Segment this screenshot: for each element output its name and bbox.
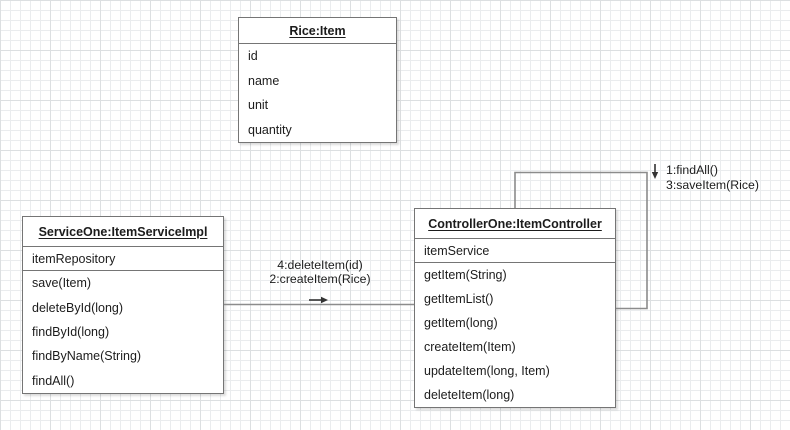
message-label: 4:deleteItem(id) <box>277 258 363 272</box>
message-labels-service-controller[interactable]: 4:deleteItem(id) 2:createItem(Rice) <box>245 258 395 286</box>
object-title: ControllerOne:ItemController <box>415 209 615 239</box>
method-row: getItemList() <box>424 292 494 306</box>
attributes-section: itemService <box>415 239 615 263</box>
method-row: findByName(String) <box>32 349 142 364</box>
object-title: Rice:Item <box>239 18 396 44</box>
uml-object-rice-item[interactable]: Rice:Item id name unit quantity <box>238 17 397 143</box>
attribute-row: name <box>248 73 280 88</box>
message-labels-controller-self[interactable]: 1:findAll() 3:saveItem(Rice) <box>666 163 759 192</box>
method-row: getItem(String) <box>424 268 507 282</box>
attribute-row: itemService <box>424 243 490 258</box>
method-row: findAll() <box>32 373 75 388</box>
method-row: updateItem(long, Item) <box>424 364 550 378</box>
arrow-right-icon <box>309 296 328 304</box>
method-row: getItem(long) <box>424 316 498 330</box>
methods-section: save(Item) deleteById(long) findById(lon… <box>23 271 223 393</box>
message-label: 2:createItem(Rice) <box>269 272 371 286</box>
message-label: 3:saveItem(Rice) <box>666 177 759 192</box>
message-label: 1:findAll() <box>666 163 718 177</box>
attribute-row: itemRepository <box>32 251 116 266</box>
method-row: createItem(Item) <box>424 340 516 354</box>
methods-section: getItem(String) getItemList() getItem(lo… <box>415 263 615 407</box>
attribute-row: quantity <box>248 122 292 137</box>
arrow-down-icon <box>651 164 659 179</box>
uml-object-service-one[interactable]: ServiceOne:ItemServiceImpl itemRepositor… <box>22 216 224 394</box>
method-row: save(Item) <box>32 276 92 291</box>
attribute-row: unit <box>248 98 269 113</box>
attributes-section: itemRepository <box>23 247 223 271</box>
attribute-row: id <box>248 49 258 64</box>
attributes-section: id name unit quantity <box>239 44 396 142</box>
method-row: deleteById(long) <box>32 300 124 315</box>
object-title: ServiceOne:ItemServiceImpl <box>23 217 223 247</box>
method-row: deleteItem(long) <box>424 388 515 402</box>
method-row: findById(long) <box>32 325 110 340</box>
uml-object-controller-one[interactable]: ControllerOne:ItemController itemService… <box>414 208 616 408</box>
